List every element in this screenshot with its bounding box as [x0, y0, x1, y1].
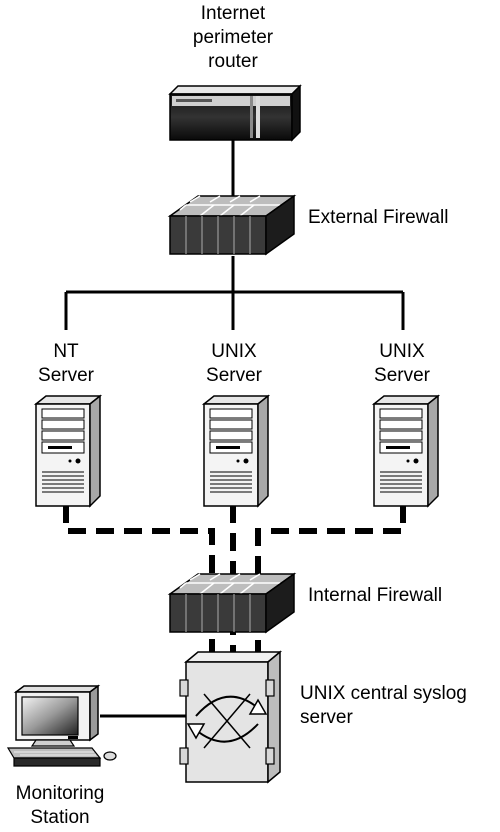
solid-links [64, 138, 405, 718]
unix-server-1-label: UNIX Server [206, 341, 262, 386]
syslog-server-icon [179, 650, 283, 784]
unix-server-2-label: UNIX Server [374, 341, 430, 386]
router-icon [168, 84, 302, 142]
external-firewall-icon [169, 195, 295, 255]
nt-server-label: NT Server [38, 341, 94, 386]
nt-server-icon [35, 395, 101, 507]
syslog-server-label: UNIX central syslog server [300, 683, 467, 728]
external-firewall-label: External Firewall [308, 207, 449, 228]
monitoring-station-label: Monitoring Station [15, 783, 105, 828]
internal-firewall-label: Internal Firewall [308, 585, 443, 606]
unix-server-1-icon [203, 395, 269, 507]
workstation-icon [6, 684, 117, 767]
router-label: Internet perimeter router [192, 3, 274, 72]
unix-server-2-icon [373, 395, 439, 507]
internal-firewall-icon [169, 573, 295, 633]
